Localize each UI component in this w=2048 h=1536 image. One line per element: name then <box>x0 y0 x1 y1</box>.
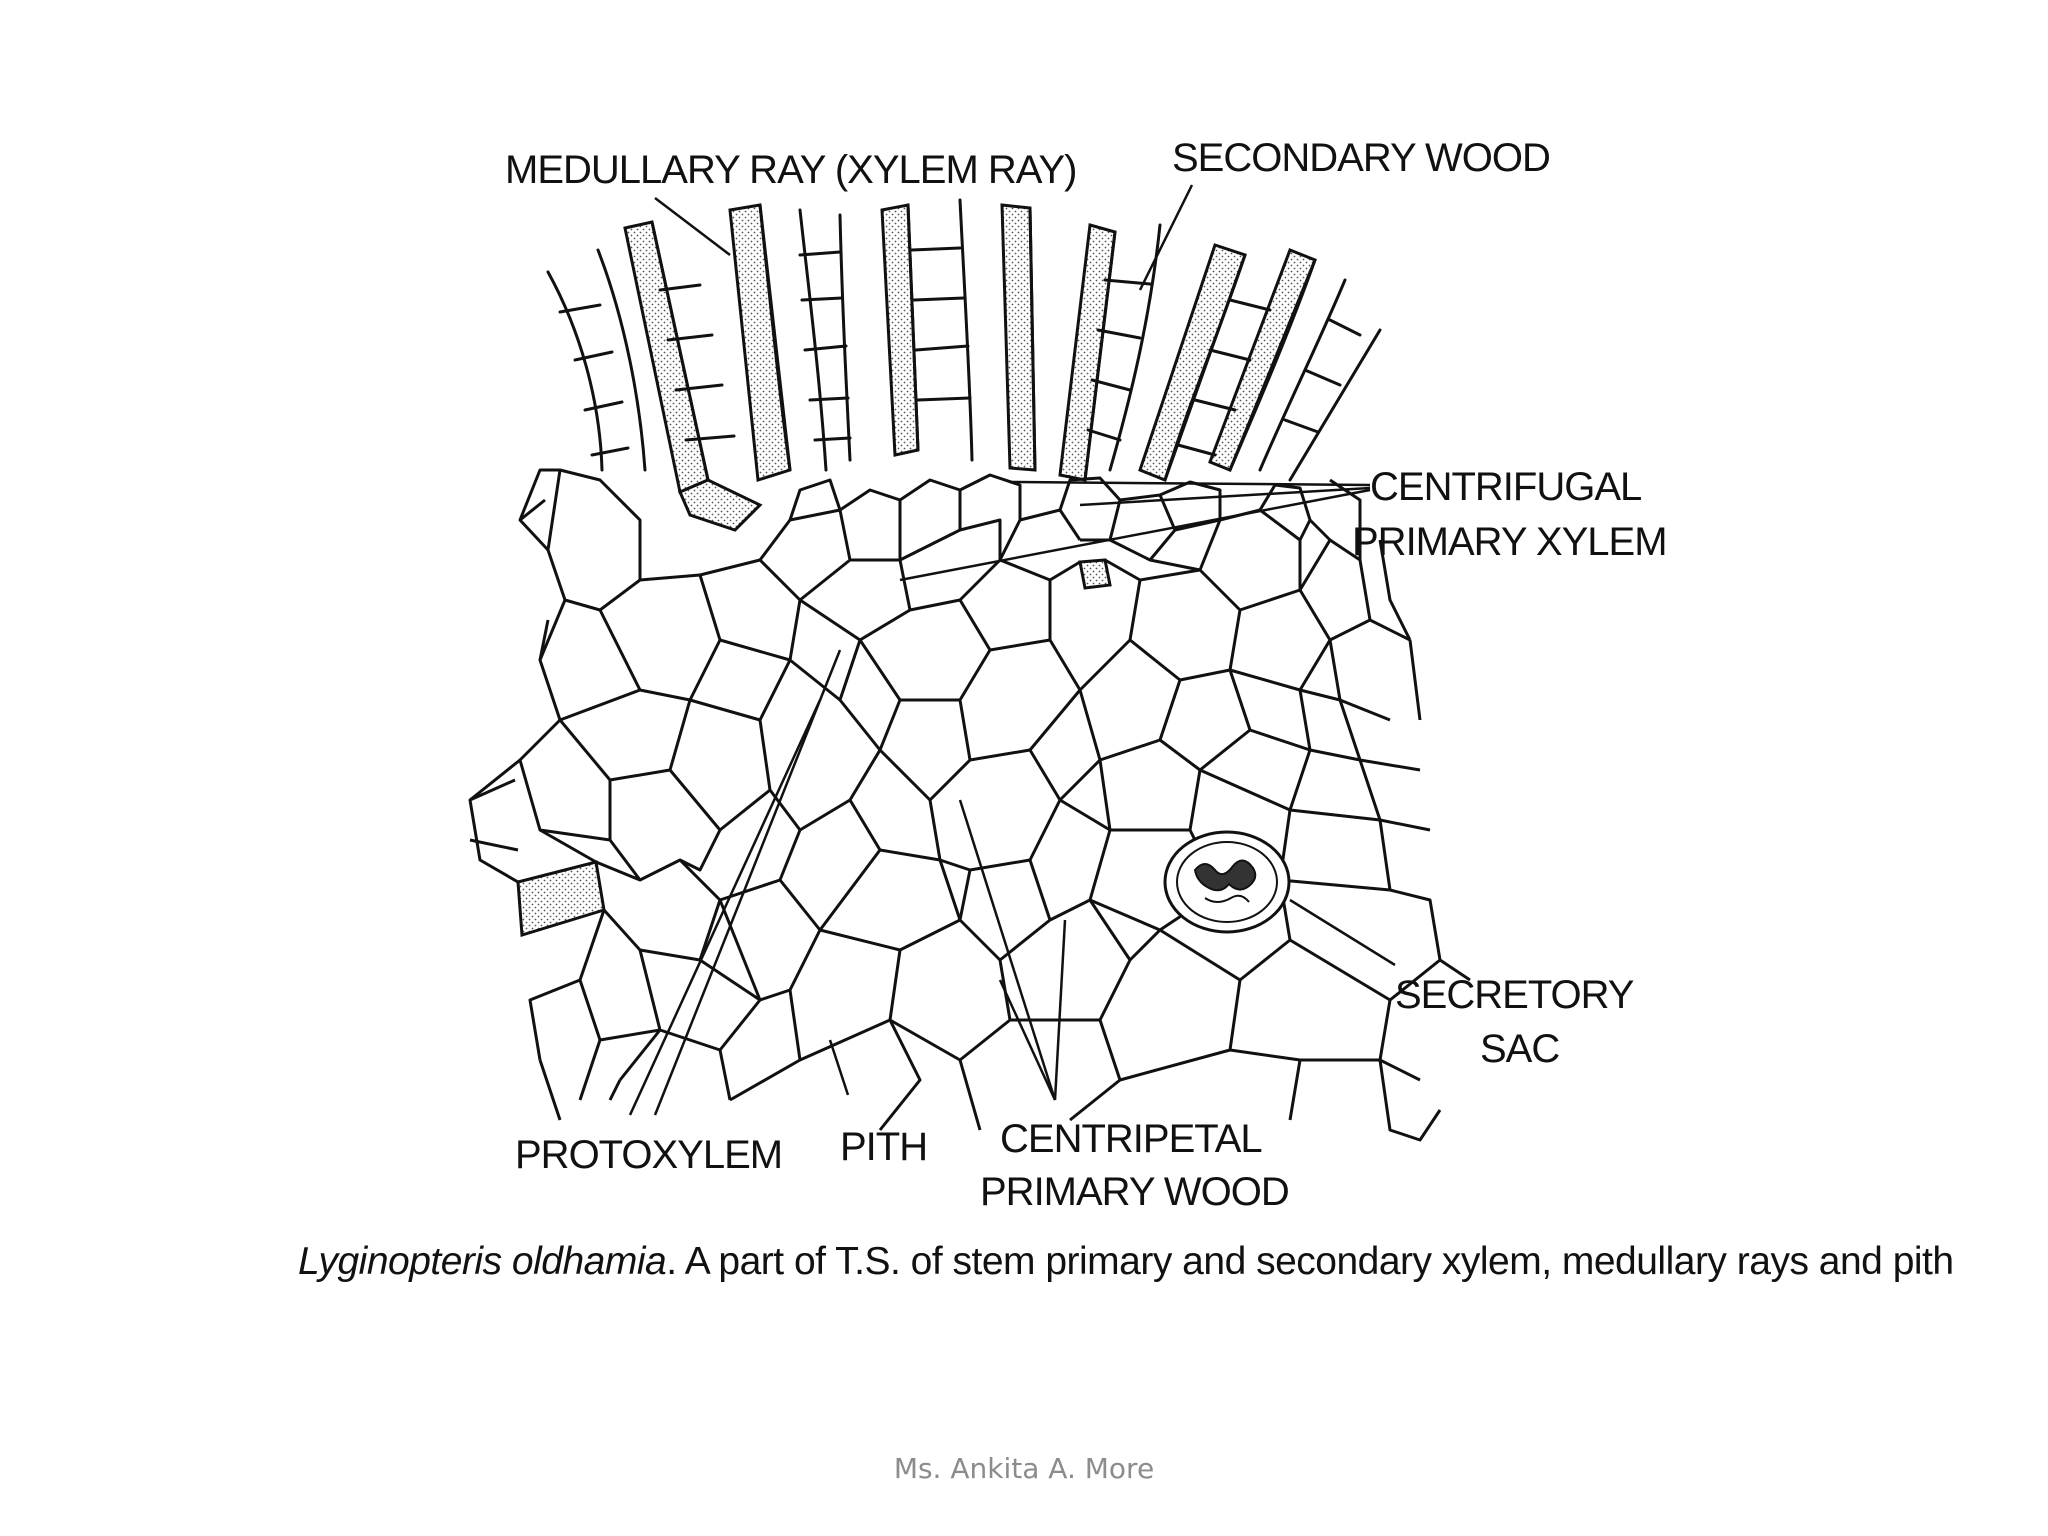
label-secondary-wood: SECONDARY WOOD <box>1172 136 1550 180</box>
diagram-labels: MEDULLARY RAY (XYLEM RAY) SECONDARY WOOD… <box>505 136 1668 1214</box>
label-secretory-line2: SAC <box>1480 1027 1559 1071</box>
leader-lines <box>628 184 1396 1116</box>
label-centrifugal-line2: PRIMARY XYLEM <box>1352 520 1667 564</box>
secondary-wood-cells <box>546 198 1382 482</box>
label-medullary-ray: MEDULLARY RAY (XYLEM RAY) <box>505 148 1076 192</box>
label-centrifugal-line1: CENTRIFUGAL <box>1370 465 1641 509</box>
pith-and-primary-xylem-cells <box>468 468 1471 1142</box>
caption-text: . A part of T.S. of stem primary and sec… <box>666 1240 1954 1283</box>
figure-caption: Lyginopteris oldhamia. A part of T.S. of… <box>298 1240 1954 1284</box>
label-pith: PITH <box>840 1125 927 1169</box>
caption-species: Lyginopteris oldhamia <box>298 1240 667 1283</box>
label-centripetal-line1: CENTRIPETAL <box>1000 1117 1262 1161</box>
label-secretory-line1: SECRETORY <box>1395 973 1634 1017</box>
secretory-sac <box>1163 830 1291 934</box>
slide-footer-author: Ms. Ankita A. More <box>893 1452 1155 1485</box>
label-protoxylem: PROTOXYLEM <box>515 1133 782 1177</box>
label-centripetal-line2: PRIMARY WOOD <box>980 1170 1289 1214</box>
